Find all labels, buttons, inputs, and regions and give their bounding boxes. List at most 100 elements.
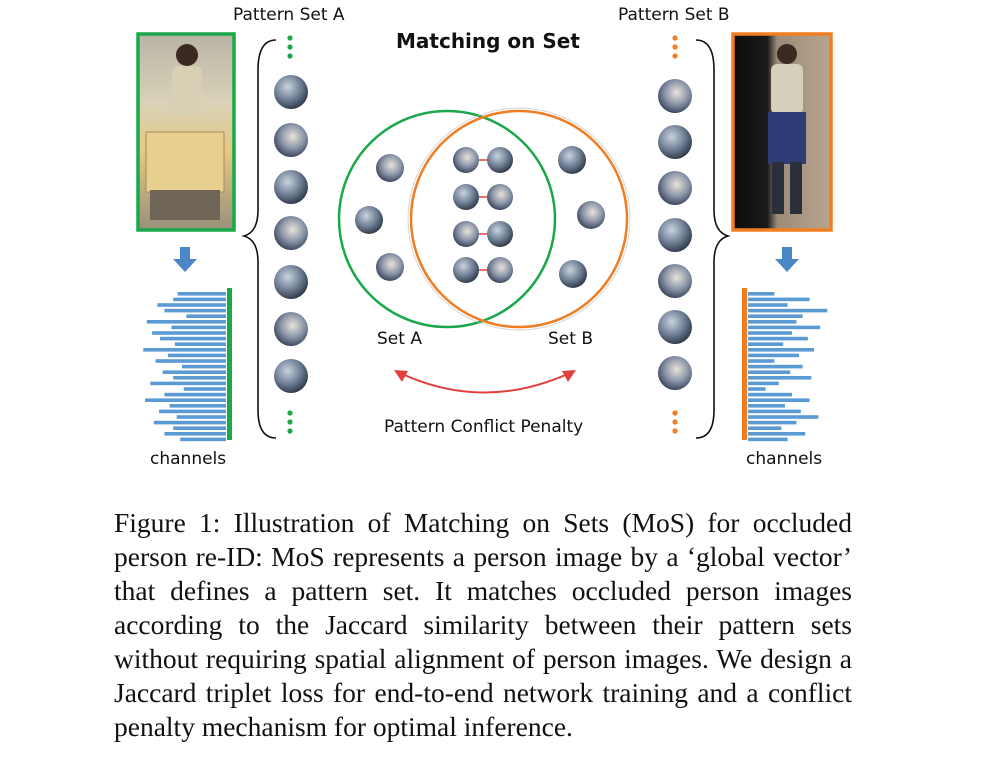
channel-bar (748, 364, 803, 369)
pattern-patch (658, 310, 692, 344)
channels-label-left: channels (150, 449, 226, 469)
penalty-arrow (394, 370, 576, 394)
pattern-patch (558, 146, 586, 174)
channel-bar (171, 325, 226, 330)
channel-bar (146, 320, 226, 324)
channel-bar (167, 353, 226, 358)
pattern-patch (658, 125, 692, 159)
channel-bar-axis-left (227, 288, 232, 440)
channel-bar (748, 331, 792, 335)
set-a-circle (337, 109, 557, 329)
channel-bar (748, 325, 821, 330)
pattern-patch (658, 171, 692, 205)
person-image-b (731, 32, 833, 232)
pattern-set-b-label: Pattern Set B (618, 5, 730, 25)
channel-bar (159, 409, 226, 414)
channel-bar (748, 426, 782, 430)
channel-bar (748, 437, 788, 442)
pattern-patch (274, 75, 308, 109)
set-b-label: Set B (548, 329, 593, 349)
channel-bar (748, 303, 788, 307)
pattern-patch (274, 170, 308, 204)
channel-bar (748, 432, 806, 436)
channel-bar (160, 336, 226, 341)
channel-bar (748, 420, 797, 425)
channel-bar (748, 392, 792, 397)
channel-bar (174, 342, 226, 346)
ellipsis-bottom-left (287, 410, 293, 434)
channel-bar (150, 381, 226, 386)
channel-bar (173, 426, 226, 430)
brace-left (241, 39, 277, 439)
channel-bar (748, 320, 797, 324)
brace-right (695, 39, 731, 439)
channel-bar (152, 331, 226, 335)
channel-bar (153, 420, 226, 425)
pattern-patch (658, 356, 692, 390)
channel-bar (748, 359, 775, 363)
channel-bar (186, 314, 226, 318)
set-a-only-patches (355, 154, 404, 281)
channel-bars-right (748, 292, 828, 442)
channel-bar (748, 292, 775, 296)
channel-bar (748, 404, 785, 408)
figure-caption: Figure 1: Illustration of Matching on Se… (114, 507, 852, 742)
pattern-patch (658, 264, 692, 298)
pattern-patch (274, 359, 308, 393)
set-b-only-patches (558, 146, 605, 288)
channels-label-right: channels (746, 449, 822, 469)
channel-bar (748, 398, 810, 402)
figure-illustration: Pattern Set A Pattern Set B Matching on … (136, 5, 833, 469)
channel-bar (182, 364, 226, 369)
pattern-patch (658, 218, 692, 252)
ellipsis-bottom-right (672, 410, 678, 434)
intersection-patch-pairs (453, 147, 513, 283)
channel-bar (145, 398, 226, 402)
channel-bar (162, 370, 226, 374)
channel-bar (180, 437, 226, 442)
channel-bar (173, 376, 226, 380)
person-image-a (136, 32, 236, 232)
set-a-label: Set A (377, 329, 422, 349)
channel-bar (748, 353, 800, 358)
channel-bar (748, 376, 812, 380)
penalty-label: Pattern Conflict Penalty (384, 417, 583, 437)
channel-bar (173, 297, 226, 302)
channel-bar (748, 342, 784, 346)
channel-bar (748, 415, 819, 419)
channel-bar (748, 297, 810, 302)
channel-bar (177, 292, 226, 296)
matching-title: Matching on Set (396, 29, 580, 53)
channel-bar (176, 415, 226, 419)
channel-bar (748, 381, 779, 386)
pattern-patch (559, 260, 587, 288)
channel-bar (183, 387, 226, 391)
pattern-column-a (274, 75, 308, 393)
channel-bar (164, 308, 226, 313)
channel-bar (748, 314, 803, 318)
pattern-patch (274, 216, 308, 250)
ellipsis-top-right (672, 35, 678, 59)
pattern-column-b (658, 79, 692, 390)
channel-bar (748, 336, 808, 341)
pattern-patch (274, 265, 308, 299)
pattern-patch (658, 79, 692, 113)
channel-bar (164, 432, 226, 436)
channel-bar (748, 370, 791, 374)
pattern-patch (577, 201, 605, 229)
down-arrow-left-icon (173, 247, 197, 272)
channel-bar (155, 359, 226, 363)
ellipsis-top-left (287, 35, 293, 59)
channel-bar (748, 387, 766, 391)
channel-bar (748, 409, 801, 414)
channel-bar (143, 348, 226, 352)
set-b-circle (409, 109, 629, 329)
channel-bar-axis-right (742, 288, 747, 440)
channel-bars-left (143, 292, 226, 442)
pattern-patch (355, 206, 383, 234)
channel-bar (164, 392, 226, 397)
pattern-patch (274, 312, 308, 346)
pattern-set-a-label: Pattern Set A (233, 5, 345, 25)
down-arrow-right-icon (775, 247, 799, 272)
pattern-patch (376, 154, 404, 182)
